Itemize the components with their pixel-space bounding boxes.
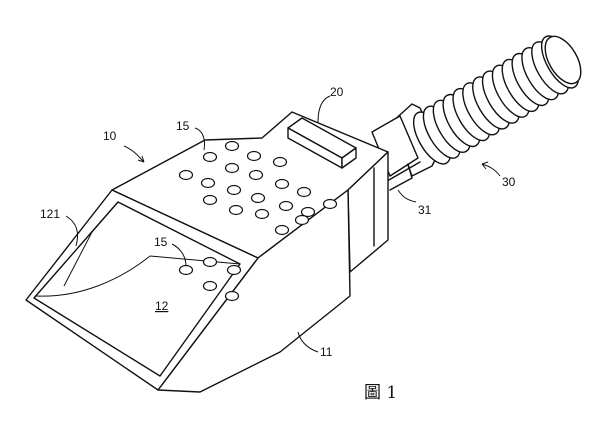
vent-hole bbox=[224, 162, 240, 174]
top-button bbox=[287, 117, 357, 169]
label-121: 121 bbox=[40, 207, 60, 221]
vent-hole bbox=[178, 264, 194, 276]
vent-hole bbox=[246, 150, 262, 162]
reference-labels: 10 15 20 30 31 121 15 12 11 圖 1 bbox=[40, 85, 516, 403]
vent-hole bbox=[202, 151, 218, 163]
vent-hole bbox=[296, 186, 312, 198]
vent-hole bbox=[178, 169, 194, 181]
handle bbox=[391, 35, 582, 177]
vent-hole bbox=[274, 178, 290, 190]
vent-hole bbox=[202, 280, 218, 292]
vent-hole bbox=[200, 177, 216, 189]
vent-hole bbox=[294, 214, 310, 226]
vent-hole bbox=[202, 256, 218, 268]
vent-hole bbox=[228, 204, 244, 216]
label-20: 20 bbox=[330, 85, 344, 99]
vent-hole bbox=[254, 208, 270, 220]
label-12: 12 bbox=[155, 299, 169, 313]
vent-hole bbox=[226, 184, 242, 196]
figure-caption: 圖 1 bbox=[364, 383, 397, 403]
vent-hole bbox=[224, 290, 240, 302]
label-15-tray: 15 bbox=[154, 235, 168, 249]
vent-hole bbox=[278, 200, 294, 212]
vent-hole bbox=[224, 140, 240, 152]
vent-hole bbox=[322, 198, 338, 210]
vent-hole bbox=[300, 206, 316, 218]
handle-end-cap bbox=[544, 35, 582, 85]
vent-hole bbox=[250, 192, 266, 204]
leader-lines bbox=[65, 95, 501, 353]
vent-hole bbox=[274, 224, 290, 236]
label-10: 10 bbox=[103, 129, 117, 143]
label-31: 31 bbox=[418, 203, 432, 217]
label-30: 30 bbox=[502, 175, 516, 189]
label-11: 11 bbox=[320, 345, 333, 359]
vent-hole bbox=[248, 169, 264, 181]
label-15-top: 15 bbox=[176, 119, 190, 133]
vent-hole bbox=[272, 156, 288, 168]
vent-hole bbox=[202, 194, 218, 206]
vent-hole bbox=[226, 264, 242, 276]
